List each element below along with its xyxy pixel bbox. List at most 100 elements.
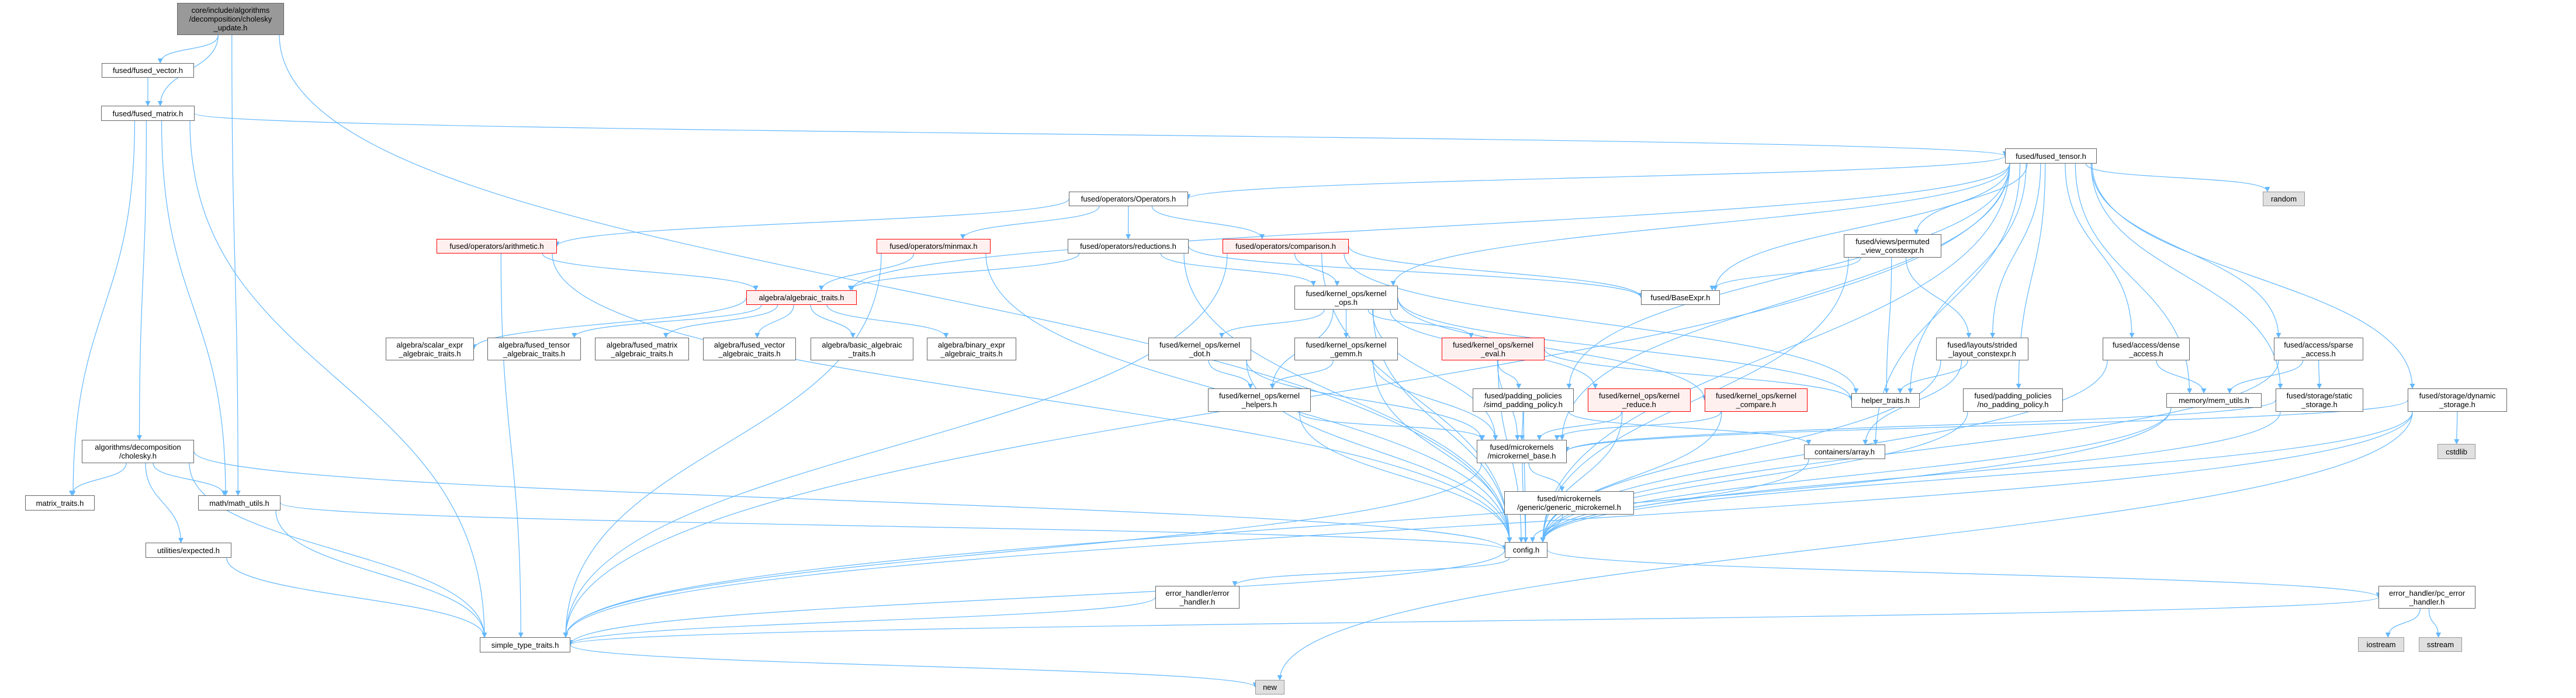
edge-fused_tensor-to-random xyxy=(2085,163,2270,192)
edge-comparison-to-simple_type_traits xyxy=(563,253,1228,638)
edge-comparison-to-kernel_ops xyxy=(1294,253,1340,286)
edge-kernel_gemm-to-config xyxy=(1373,360,1512,543)
edge-fused_matrix-to-alg_cholesky xyxy=(137,120,147,440)
node-static-storage[interactable]: fused/storage/static _storage.h xyxy=(2276,388,2363,412)
edge-cholesky_update-to-math_utils xyxy=(231,34,241,496)
node-alg-fused-tensor[interactable]: algebra/fused_tensor _algebraic_traits.h xyxy=(487,338,581,360)
node-kernel-helpers[interactable]: fused/kernel_ops/kernel _helpers.h xyxy=(1208,388,1311,412)
node-access-sparse[interactable]: fused/access/sparse _access.h xyxy=(2274,338,2363,360)
edge-layouts_strided-to-helper_traits xyxy=(1897,360,1968,394)
edge-kernel_reduce-to-microkernel_base xyxy=(1536,411,1622,440)
node-error-handler[interactable]: error_handler/error _handler.h xyxy=(1155,586,1239,609)
node-permuted-view[interactable]: fused/views/permuted _view_constexpr.h xyxy=(1844,234,1941,258)
edge-permuted_view-to-layouts_strided xyxy=(1905,257,1972,338)
edge-reductions-to-baseexpr xyxy=(1188,246,1644,298)
edge-pc_error_handler-to-simple_type_traits xyxy=(568,597,2379,645)
node-alg-fused-matrix[interactable]: algebra/fused_matrix _algebraic_traits.h xyxy=(595,338,689,360)
node-fused-matrix[interactable]: fused/fused_matrix.h xyxy=(101,106,195,121)
node-generic-microkernel[interactable]: fused/microkernels /generic/generic_micr… xyxy=(1504,491,1634,515)
edge-config-to-simple_type_traits xyxy=(567,550,1505,645)
node-matrix-traits[interactable]: matrix_traits.h xyxy=(25,495,95,511)
edge-math_utils-to-config xyxy=(280,502,1508,551)
edge-kernel_gemm-to-microkernel_base xyxy=(1372,360,1498,440)
node-binary-expr[interactable]: algebra/binary_expr _algebraic_traits.h xyxy=(927,338,1016,360)
node-simd-padding[interactable]: fused/padding_policies /simd_padding_pol… xyxy=(1473,388,1574,412)
edge-fused_tensor-to-containers_array xyxy=(1872,163,2021,445)
edge-reductions-to-config xyxy=(1183,253,1512,543)
node-random: random xyxy=(2263,192,2305,206)
node-scalar-expr[interactable]: algebra/scalar_expr _algebraic_traits.h xyxy=(386,338,474,360)
edge-fused_tensor-to-operators xyxy=(1185,155,2006,200)
edge-algebraic_traits-to-binary_expr xyxy=(826,304,949,338)
node-kernel-reduce[interactable]: fused/kernel_ops/kernel _reduce.h xyxy=(1588,388,1691,412)
edge-minmax-to-simple_type_traits xyxy=(563,253,882,638)
node-cholesky-update[interactable]: core/include/algorithms /decomposition/c… xyxy=(177,3,284,35)
node-operators[interactable]: fused/operators/Operators.h xyxy=(1069,192,1188,206)
edge-expected-to-simple_type_traits xyxy=(226,557,487,638)
node-iostream: iostream xyxy=(2358,637,2404,652)
edge-kernel_ops-to-kernel_compare xyxy=(1397,297,1708,401)
node-algebraic-traits[interactable]: algebra/algebraic_traits.h xyxy=(746,290,857,305)
node-kernel-eval[interactable]: fused/kernel_ops/kernel _eval.h xyxy=(1442,338,1545,360)
node-microkernel-base[interactable]: fused/microkernels /microkernel_base.h xyxy=(1477,440,1567,463)
node-kernel-dot[interactable]: fused/kernel_ops/kernel _dot.h xyxy=(1148,338,1251,360)
edge-config-to-pc_error_handler xyxy=(1547,550,2381,598)
node-config[interactable]: config.h xyxy=(1505,542,1547,558)
edge-fused_tensor-to-config xyxy=(1540,163,2010,543)
edge-kernel_compare-to-microkernel_base xyxy=(1554,411,1722,440)
edge-simple_type_traits-to-new xyxy=(570,644,1258,688)
edge-permuted_view-to-config xyxy=(1540,257,1849,543)
node-kernel-ops[interactable]: fused/kernel_ops/kernel _ops.h xyxy=(1294,286,1398,310)
edge-fused_matrix-to-fused_tensor xyxy=(194,113,2007,157)
node-cstdlib: cstdlib xyxy=(2437,444,2475,459)
edge-fused_tensor-to-access_dense xyxy=(2065,163,2135,338)
node-simple-type-traits[interactable]: simple_type_traits.h xyxy=(480,637,570,652)
edge-config-to-error_handler xyxy=(1232,557,1510,586)
edge-arithmetic-to-algebraic_traits xyxy=(542,253,759,291)
node-access-dense[interactable]: fused/access/dense _access.h xyxy=(2103,338,2190,360)
node-helper-traits[interactable]: helper_traits.h xyxy=(1851,393,1920,408)
edge-mem_utils-to-config xyxy=(1540,407,2172,543)
node-arithmetic[interactable]: fused/operators/arithmetic.h xyxy=(437,239,557,253)
edge-kernel_eval-to-helper_traits xyxy=(1544,349,1854,401)
node-fused-tensor[interactable]: fused/fused_tensor.h xyxy=(2005,148,2097,164)
edge-fused_tensor-to-helper_traits xyxy=(1907,163,2027,394)
node-alg-cholesky[interactable]: algorithms/decomposition /cholesky.h xyxy=(82,440,194,463)
edge-access_dense-to-mem_utils xyxy=(2156,360,2207,394)
edge-fused_matrix-to-simple_type_traits xyxy=(189,120,487,638)
node-baseexpr[interactable]: fused/BaseExpr.h xyxy=(1641,290,1720,305)
edge-algebraic_traits-to-basic_algebraic xyxy=(810,304,856,338)
node-kernel-gemm[interactable]: fused/kernel_ops/kernel _gemm.h xyxy=(1294,338,1398,360)
node-minmax[interactable]: fused/operators/minmax.h xyxy=(877,239,991,253)
node-no-padding[interactable]: fused/padding_policies /no_padding_polic… xyxy=(1963,388,2063,412)
edge-cholesky_update-to-fused_vector xyxy=(157,34,219,64)
edge-microkernel_base-to-simple_type_traits xyxy=(563,463,1482,638)
edge-kernel_ops-to-kernel_dot xyxy=(1219,309,1325,338)
node-expected[interactable]: utilities/expected.h xyxy=(146,543,231,558)
node-layouts-strided[interactable]: fused/layouts/strided _layout_constexpr.… xyxy=(1936,338,2028,360)
edge-permuted_view-to-baseexpr xyxy=(1709,257,1861,291)
edge-fused_matrix-to-matrix_traits xyxy=(70,120,136,496)
node-dynamic-storage[interactable]: fused/storage/dynamic _storage.h xyxy=(2408,388,2507,412)
node-kernel-compare[interactable]: fused/kernel_ops/kernel _compare.h xyxy=(1705,388,1808,412)
edge-fused_tensor-to-baseexpr xyxy=(1712,163,2010,291)
edge-algebraic_traits-to-alg_fused_vector xyxy=(754,304,794,338)
edge-alg_cholesky-to-simple_type_traits xyxy=(189,463,487,638)
node-fused-vector[interactable]: fused/fused_vector.h xyxy=(102,63,194,78)
node-mem-utils[interactable]: memory/mem_utils.h xyxy=(2166,393,2262,408)
edge-kernel_ops-to-helper_traits xyxy=(1397,297,1854,401)
node-comparison[interactable]: fused/operators/comparison.h xyxy=(1223,239,1349,253)
edge-arithmetic-to-config xyxy=(552,253,1512,543)
edge-static_storage-to-microkernel_base xyxy=(1564,400,2276,452)
node-pc-error-handler[interactable]: error_handler/pc_error _handler.h xyxy=(2378,586,2475,609)
edge-no_padding-to-config xyxy=(1540,411,1968,543)
edge-fused_tensor-to-static_storage xyxy=(2090,163,2283,389)
node-containers-array[interactable]: containers/array.h xyxy=(1804,445,1885,459)
edge-kernel_helpers-to-config xyxy=(1299,411,1512,543)
node-basic-algebraic[interactable]: algebra/basic_algebraic _traits.h xyxy=(811,338,913,360)
node-reductions[interactable]: fused/operators/reductions.h xyxy=(1068,239,1189,253)
node-math-utils[interactable]: math/math_utils.h xyxy=(198,495,281,511)
edge-operators-to-arithmetic xyxy=(554,199,1069,247)
edge-permuted_view-to-helper_traits xyxy=(1883,257,1892,394)
node-alg-fused-vector[interactable]: algebra/fused_vector _algebraic_traits.h xyxy=(703,338,796,360)
